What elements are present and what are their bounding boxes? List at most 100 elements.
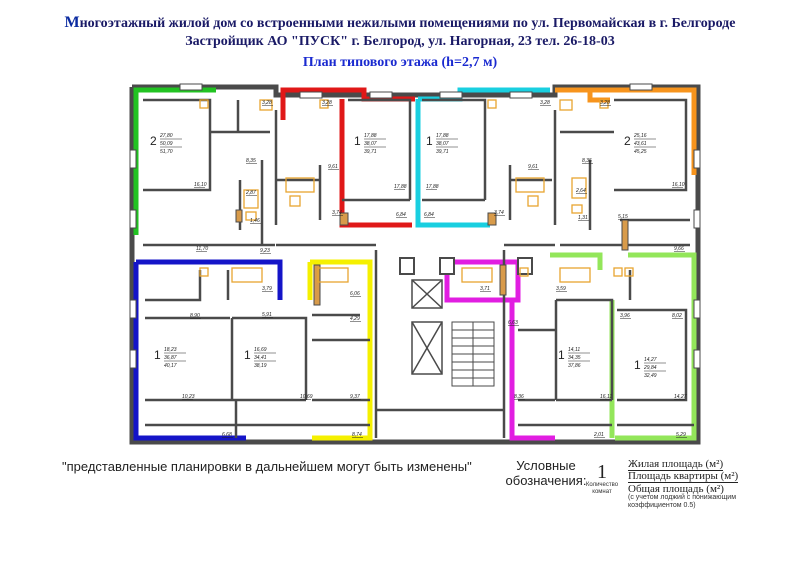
apartment-total-area: 37,86 xyxy=(568,363,581,369)
apartment-living-area: 27,80 xyxy=(159,133,173,139)
apartment-rooms-count: 1 xyxy=(244,348,251,362)
room-area-label: 3,79 xyxy=(262,286,272,292)
outline-apt-red-inner xyxy=(339,99,412,228)
outline-apt-magenta xyxy=(447,259,555,441)
outline-apt-blue-top xyxy=(136,259,283,300)
room-area-label: 5,91 xyxy=(262,312,272,318)
apartment-apt-area: 38,07 xyxy=(364,141,377,147)
windows xyxy=(129,83,701,369)
apartment-total-area: 51,70 xyxy=(160,149,173,155)
room-area-label: 16,11 xyxy=(600,394,612,400)
room-area-label: 6,06 xyxy=(350,291,360,297)
legend-living-area: Жилая площадь (м²) xyxy=(628,458,724,471)
room-area-label: 1,46 xyxy=(250,218,260,224)
room-area-label: 17,88 xyxy=(426,184,439,190)
room-area-label: 3,71 xyxy=(480,286,490,292)
room-area-label: 6,84 xyxy=(424,212,434,218)
apartment-apt-area: 34,41 xyxy=(254,355,267,361)
room-area-label: 1,31 xyxy=(578,215,588,221)
legend-rooms-caption: Количество комнат xyxy=(585,482,619,495)
outline-apt-blue xyxy=(133,262,246,441)
room-area-label: 14,27 xyxy=(674,394,687,400)
room-area-label: 6,68 xyxy=(222,432,232,438)
apartment-apt-area: 38,07 xyxy=(436,141,449,147)
room-area-label: 10,69 xyxy=(300,394,313,400)
apartment-living-area: 18,23 xyxy=(164,347,177,353)
legend-total-area-note: (с учетом лоджий с понижающим коэффициен… xyxy=(628,494,737,509)
apartment-rooms-count: 1 xyxy=(354,134,361,148)
building-title: Многоэтажный жилой дом со встроенными не… xyxy=(0,14,800,32)
outline-apt-lightgreen xyxy=(550,252,603,270)
legend-title: Условные обозначения: xyxy=(505,458,587,488)
apartment-total-area: 38,19 xyxy=(254,363,267,369)
room-area-label: 8,74 xyxy=(352,432,362,438)
room-area-label: 9,61 xyxy=(328,164,338,170)
apartment-rooms-count: 1 xyxy=(558,348,565,362)
room-area-label: 9,23 xyxy=(260,248,270,254)
room-area-label: 2,01 xyxy=(593,432,604,438)
apartment-living-area: 16,69 xyxy=(254,347,267,353)
apartment-apt-area: 29,84 xyxy=(643,365,657,371)
apartment-rooms-count: 2 xyxy=(150,134,157,148)
room-area-label: 3,28 xyxy=(600,100,610,106)
apartment-living-area: 17,88 xyxy=(436,133,449,139)
room-area-label: 4,29 xyxy=(350,316,360,322)
apartment-rooms-count: 1 xyxy=(154,348,161,362)
apartment-total-area: 45,25 xyxy=(634,149,647,155)
apartment-living-area: 14,27 xyxy=(644,357,657,363)
outline-apt-lightgreen-right xyxy=(615,252,697,441)
disclaimer-note: "представленные планировки в дальнейшем … xyxy=(62,459,472,474)
room-area-label: 3,74 xyxy=(494,210,504,216)
room-area-label: 3,28 xyxy=(322,100,332,106)
room-area-label: 17,88 xyxy=(394,184,407,190)
room-area-label: 2,87 xyxy=(245,190,256,196)
title-initial: М xyxy=(64,14,80,31)
legend-apartment-area: Площадь квартиры (м²) xyxy=(628,470,739,483)
developer-info: Застройщик АО "ПУСК" г. Белгород, ул. На… xyxy=(185,34,615,49)
apartment-apt-area: 36,87 xyxy=(164,355,177,361)
room-area-label: 6,84 xyxy=(396,212,406,218)
room-area-label: 8,02 xyxy=(672,313,682,319)
title-text: ногоэтажный жилой дом со встроенными неж… xyxy=(79,16,736,31)
room-area-label: 3,28 xyxy=(262,100,272,106)
outline-apt-yellow xyxy=(310,259,373,441)
apartment-rooms-count: 1 xyxy=(426,134,433,148)
apartment-rooms-count: 1 xyxy=(634,358,641,372)
room-area-label: 8,90 xyxy=(190,313,200,319)
outline-apt-cyan xyxy=(415,99,490,228)
room-area-label: 9,61 xyxy=(528,164,538,170)
room-area-label: 16,10 xyxy=(672,182,685,188)
room-area-label: 2,64 xyxy=(575,188,586,194)
legend-total-area: Общая площадь (м²) xyxy=(628,483,724,495)
apartment-apt-area: 43,61 xyxy=(634,141,647,147)
room-area-label: 3,28 xyxy=(540,100,550,106)
room-area-label: 8,35 xyxy=(582,158,592,164)
apartment-apt-area: 50,09 xyxy=(160,141,173,147)
apartment-rooms-count: 2 xyxy=(624,134,631,148)
room-area-label: 3,74 xyxy=(332,210,342,216)
apartment-total-area: 32,49 xyxy=(644,373,657,379)
legend-rooms-number: 1 xyxy=(597,461,607,483)
apartment-living-area: 25,16 xyxy=(633,133,647,139)
room-area-label: 11,70 xyxy=(196,246,208,252)
interior-walls xyxy=(143,98,694,438)
room-area-label: 5,15 xyxy=(618,214,628,220)
room-area-label: 5,29 xyxy=(676,432,686,438)
room-area-label: 8,36 xyxy=(514,394,524,400)
apartment-total-area: 39,71 xyxy=(364,149,377,155)
apartment-apt-area: 34,35 xyxy=(568,355,581,361)
bathroom-fixtures xyxy=(199,99,634,283)
plan-title: План типового этажа (h=2,7 м) xyxy=(302,55,498,70)
elevator-shaft-1 xyxy=(411,279,443,309)
